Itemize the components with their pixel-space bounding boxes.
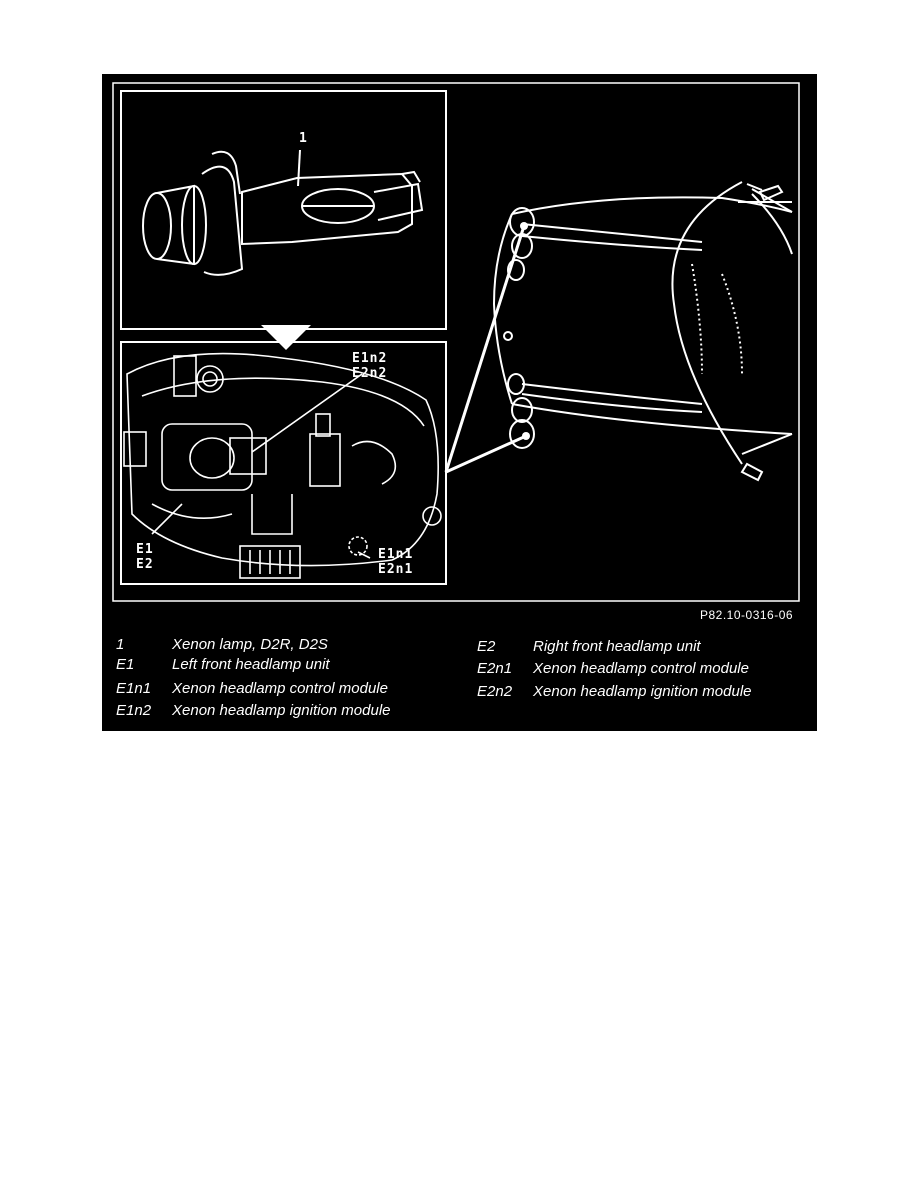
figure-reference-code: P82.10-0316-06 [700, 608, 794, 622]
headlamp-unit-drawing [123, 352, 442, 579]
legend-code: E1n1 [116, 680, 152, 697]
vehicle-front-drawing [492, 181, 793, 482]
legend-code: E2n2 [477, 683, 513, 700]
callout-e2n2: E2n2 [352, 366, 388, 381]
callout-e1: E1 [136, 542, 154, 557]
legend-desc: Xenon headlamp ignition module [172, 702, 391, 719]
legend-code: E2n1 [477, 660, 513, 677]
legend-code: E2 [477, 638, 496, 655]
diagram-figure: 1 E1n2 E2n2 E1 E2 E1n1 E2n1 P82.10-0316-… [102, 74, 817, 731]
pointer-lines [444, 225, 527, 474]
callout-lamp: 1 [299, 131, 308, 146]
legend-desc: Xenon headlamp ignition module [533, 683, 752, 700]
callout-e1n2: E1n2 [352, 351, 388, 366]
outer-frame [112, 82, 800, 602]
legend-code: E1 [116, 656, 135, 673]
callout-e2: E2 [136, 557, 154, 572]
headlamp-inset [120, 341, 447, 585]
diagram-drawing [112, 82, 800, 602]
legend-desc: Xenon headlamp control module [533, 660, 749, 677]
xenon-lamp-drawing [142, 149, 424, 276]
legend-desc: Left front headlamp unit [172, 656, 330, 673]
callout-e1n1: E1n1 [378, 547, 414, 562]
legend-desc: Xenon lamp, D2R, D2S [172, 636, 328, 653]
lamp-inset [120, 90, 447, 330]
legend-code: E1n2 [116, 702, 152, 719]
legend-code: 1 [116, 636, 125, 653]
callout-e2n1: E2n1 [378, 562, 414, 577]
legend-desc: Right front headlamp unit [533, 638, 701, 655]
legend-desc: Xenon headlamp control module [172, 680, 388, 697]
down-arrow [261, 325, 311, 350]
